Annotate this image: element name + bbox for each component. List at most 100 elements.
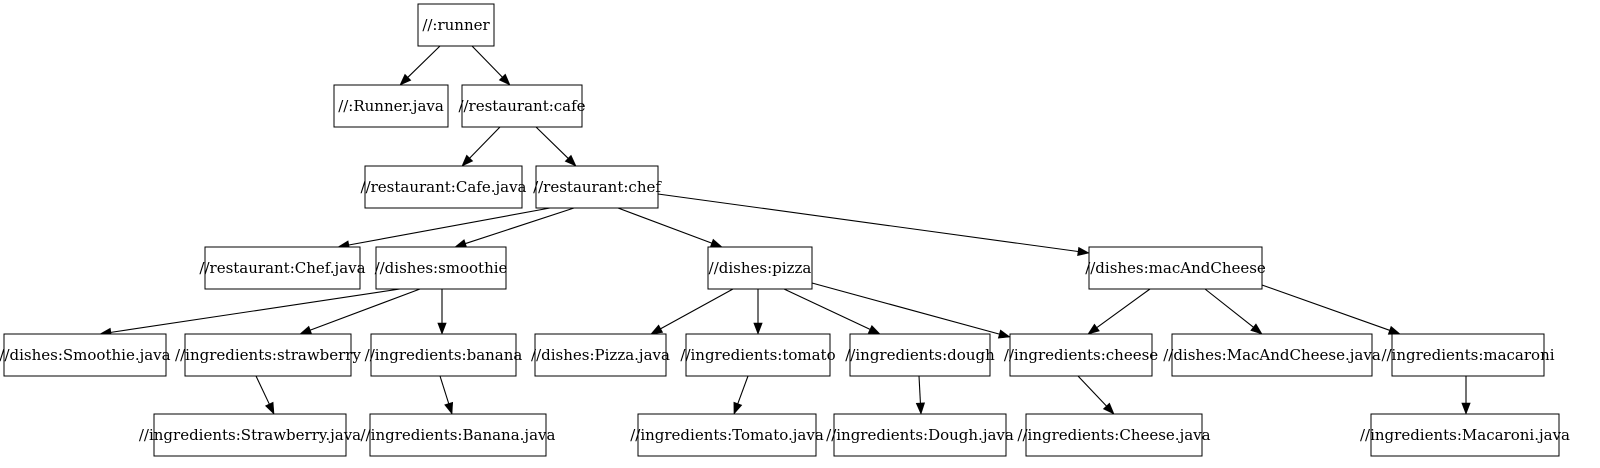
graph-node-ing_banana_java[interactable]: //ingredients:Banana.java <box>361 413 556 457</box>
edge-arrowhead-icon <box>753 322 763 335</box>
graph-node-runner_java[interactable]: //:Runner.java <box>333 84 449 128</box>
graph-node-runner[interactable]: //:runner <box>417 3 495 47</box>
graph-node-ing_tomato[interactable]: //ingredients:tomato <box>680 333 836 377</box>
node-label: //ingredients:dough <box>845 346 995 364</box>
graph-edge <box>337 207 551 250</box>
graph-edge <box>783 288 881 335</box>
node-label: //ingredients:Dough.java <box>826 426 1014 444</box>
node-label: //dishes:Pizza.java <box>531 346 670 364</box>
graph-node-ing_strawberry[interactable]: //ingredients:strawberry <box>175 333 361 377</box>
node-box[interactable] <box>417 3 495 47</box>
graph-edge <box>439 375 454 415</box>
graph-edge <box>99 288 401 337</box>
node-box[interactable] <box>707 246 813 290</box>
node-label: //:runner <box>422 16 490 34</box>
node-label: //restaurant:Cafe.java <box>361 178 527 196</box>
node-box[interactable] <box>184 333 352 377</box>
node-box[interactable] <box>1370 413 1560 457</box>
node-box[interactable] <box>370 333 517 377</box>
node-label: //ingredients:cheese <box>1004 346 1158 364</box>
edge-line <box>469 126 501 159</box>
graph-edge <box>1077 375 1115 415</box>
graph-edge <box>650 288 734 335</box>
node-box[interactable] <box>637 413 817 457</box>
node-box[interactable] <box>1025 413 1203 457</box>
graph-edge <box>454 207 575 248</box>
node-box[interactable] <box>1009 333 1153 377</box>
graph-edge <box>1204 288 1263 335</box>
node-box[interactable] <box>1171 333 1373 377</box>
node-label: //restaurant:cafe <box>458 97 585 115</box>
graph-node-ing_macaroni[interactable]: //ingredients:macaroni <box>1381 333 1555 377</box>
graph-edge <box>535 126 577 167</box>
edge-arrowhead-icon <box>399 73 412 86</box>
graph-node-restaurant_chef[interactable]: //restaurant:chef <box>533 165 662 209</box>
graph-edge <box>657 193 1090 257</box>
graph-edge <box>811 282 1011 339</box>
edge-line <box>1096 288 1151 328</box>
edge-arrowhead-icon <box>1087 323 1100 335</box>
node-label: //ingredients:Strawberry.java <box>139 426 361 444</box>
graph-edge <box>915 375 926 415</box>
node-box[interactable] <box>3 333 167 377</box>
graph-node-ing_dough_java[interactable]: //ingredients:Dough.java <box>826 413 1014 457</box>
graph-edge <box>733 375 749 415</box>
node-box[interactable] <box>685 333 831 377</box>
graph-node-ing_tomato_java[interactable]: //ingredients:Tomato.java <box>630 413 824 457</box>
edge-line <box>811 282 1000 335</box>
graph-edge <box>1087 288 1151 335</box>
node-box[interactable] <box>204 246 361 290</box>
graph-node-restaurant_cafe_java[interactable]: //restaurant:Cafe.java <box>361 165 527 209</box>
graph-node-ing_cheese[interactable]: //ingredients:cheese <box>1004 333 1158 377</box>
graph-edge <box>1261 284 1401 335</box>
graph-edge <box>617 207 723 248</box>
graph-node-restaurant_cafe[interactable]: //restaurant:cafe <box>458 84 586 128</box>
node-box[interactable] <box>375 246 507 290</box>
edge-arrowhead-icon <box>454 239 468 248</box>
edge-arrowhead-icon <box>461 154 474 167</box>
edge-line <box>110 288 401 333</box>
graph-node-dishes_macandcheese_java[interactable]: //dishes:MacAndCheese.java <box>1163 333 1381 377</box>
node-label: //ingredients:tomato <box>680 346 835 364</box>
node-box[interactable] <box>461 84 583 128</box>
node-label: //dishes:MacAndCheese.java <box>1163 346 1381 364</box>
node-label: //restaurant:chef <box>533 178 662 196</box>
graph-node-dishes_smoothie[interactable]: //dishes:smoothie <box>375 246 508 290</box>
node-box[interactable] <box>535 165 659 209</box>
node-box[interactable] <box>364 165 523 209</box>
graph-node-ing_banana[interactable]: //ingredients:banana <box>365 333 523 377</box>
node-box[interactable] <box>153 413 347 457</box>
graph-node-ing_macaroni_java[interactable]: //ingredients:Macaroni.java <box>1360 413 1570 457</box>
graph-node-ing_cheese_java[interactable]: //ingredients:Cheese.java <box>1017 413 1211 457</box>
graph-node-ing_dough[interactable]: //ingredients:dough <box>845 333 995 377</box>
edge-arrowhead-icon <box>1387 325 1401 335</box>
edge-line <box>660 288 734 330</box>
edge-arrowhead-icon <box>650 324 664 335</box>
node-box[interactable] <box>369 413 547 457</box>
edge-line <box>1261 284 1390 331</box>
node-label: //ingredients:banana <box>365 346 523 364</box>
graph-node-ing_strawberry_java[interactable]: //ingredients:Strawberry.java <box>139 413 361 457</box>
graph-node-dishes_pizza_java[interactable]: //dishes:Pizza.java <box>531 333 670 377</box>
edge-line <box>1204 288 1254 328</box>
graph-node-dishes_macandcheese[interactable]: //dishes:macAndCheese <box>1085 246 1266 290</box>
node-box[interactable] <box>1088 246 1263 290</box>
node-label: //ingredients:Macaroni.java <box>1360 426 1570 444</box>
node-box[interactable] <box>849 333 991 377</box>
node-box[interactable] <box>1391 333 1545 377</box>
node-box[interactable] <box>333 84 449 128</box>
node-label: //ingredients:Tomato.java <box>630 426 824 444</box>
edge-arrowhead-icon <box>709 238 723 248</box>
graph-node-restaurant_chef_java[interactable]: //restaurant:Chef.java <box>199 246 366 290</box>
node-box[interactable] <box>833 413 1007 457</box>
node-box[interactable] <box>534 333 667 377</box>
node-label: //dishes:macAndCheese <box>1085 259 1266 277</box>
edge-line <box>471 45 503 78</box>
graph-edge <box>299 288 421 335</box>
graph-node-dishes_smoothie_java[interactable]: //dishes:Smoothie.java <box>0 333 171 377</box>
graph-node-dishes_pizza[interactable]: //dishes:pizza <box>707 246 813 290</box>
edge-arrowhead-icon <box>299 325 313 335</box>
edge-arrowhead-icon <box>997 329 1011 339</box>
